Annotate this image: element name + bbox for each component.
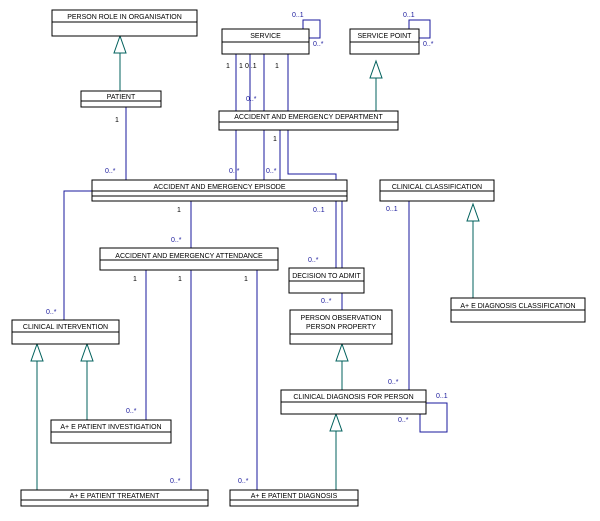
class-person-role-in-organisation[interactable]: PERSON ROLE IN ORGANISATION	[51, 9, 198, 37]
generalization-ae-diag-class-to-clinical-class	[466, 202, 480, 298]
multiplicity: 0..*	[126, 408, 137, 415]
class-name: A+ E DIAGNOSIS CLASSIFICATION	[460, 303, 575, 310]
class-clinical-classification[interactable]: CLINICAL CLASSIFICATION	[379, 179, 495, 202]
multiplicity: 1	[115, 117, 119, 124]
class-service-point[interactable]: SERVICE POINT	[349, 28, 420, 55]
multiplicity: 1	[226, 63, 230, 70]
generalization-clinical-diag-to-person-observation	[335, 342, 349, 390]
multiplicity: 1	[244, 276, 248, 283]
multiplicity: 0..*	[308, 257, 319, 264]
multiplicity: 0..*	[313, 41, 324, 48]
class-name: A+ E PATIENT TREATMENT	[70, 493, 161, 500]
class-clinical-intervention[interactable]: CLINICAL INTERVENTION	[11, 319, 120, 345]
class-ae-diagnosis-classification[interactable]: A+ E DIAGNOSIS CLASSIFICATION	[450, 297, 586, 323]
multiplicity: 0..*	[321, 298, 332, 305]
class-name: PATIENT	[107, 94, 136, 101]
multiplicity: 0..*	[105, 168, 116, 175]
multiplicity: 0..1	[292, 12, 304, 19]
class-name-line-1: PERSON OBSERVATION	[301, 315, 382, 322]
class-name: ACCIDENT AND EMERGENCY ATTENDANCE	[115, 253, 263, 260]
multiplicity: 1	[275, 63, 279, 70]
class-name: A+ E PATIENT INVESTIGATION	[60, 424, 161, 431]
class-name: CLINICAL DIAGNOSIS FOR PERSON	[293, 394, 413, 401]
class-decision-to-admit[interactable]: DECISION TO ADMIT	[288, 267, 365, 294]
multiplicity: 1	[178, 276, 182, 283]
generalization-investigation-to-intervention	[80, 342, 94, 420]
class-name: CLINICAL CLASSIFICATION	[392, 184, 482, 191]
multiplicity: 0..1	[386, 206, 398, 213]
multiplicity: 0..*	[246, 96, 257, 103]
class-name: ACCIDENT AND EMERGENCY EPISODE	[154, 184, 286, 191]
class-ae-patient-investigation[interactable]: A+ E PATIENT INVESTIGATION	[50, 419, 172, 444]
generalization-treatment-to-intervention	[30, 342, 44, 490]
generalization-ae-diag-to-clinical-diag	[329, 412, 343, 490]
multiplicity: 0..*	[423, 41, 434, 48]
multiplicity: 1	[177, 207, 181, 214]
generalization-patient-to-person-role	[113, 34, 127, 91]
class-ae-patient-diagnosis[interactable]: A+ E PATIENT DIAGNOSIS	[229, 489, 359, 507]
class-patient[interactable]: PATIENT	[80, 90, 162, 108]
multiplicity: 0..*	[238, 478, 249, 485]
multiplicity: 0..1	[403, 12, 415, 19]
multiplicity: 0..1	[436, 393, 448, 400]
class-name: SERVICE	[250, 33, 281, 40]
class-accident-and-emergency-attendance[interactable]: ACCIDENT AND EMERGENCY ATTENDANCE	[99, 247, 279, 271]
multiplicity: 0..*	[229, 168, 240, 175]
class-name: A+ E PATIENT DIAGNOSIS	[251, 493, 338, 500]
multiplicity: 0..*	[388, 379, 399, 386]
class-name: DECISION TO ADMIT	[292, 273, 361, 280]
multiplicity-labels: 0..1 0..* 0..1 0..* 1 1 0..1 1 0..* 1 1 …	[46, 12, 448, 485]
multiplicity: 0..*	[171, 237, 182, 244]
multiplicity: 0..*	[46, 309, 57, 316]
multiplicity: 0..1	[245, 63, 257, 70]
class-name: PERSON ROLE IN ORGANISATION	[67, 14, 182, 21]
class-name: CLINICAL INTERVENTION	[23, 324, 108, 331]
class-accident-and-emergency-department[interactable]: ACCIDENT AND EMERGENCY DEPARTMENT	[218, 110, 399, 131]
multiplicity: 1	[239, 63, 243, 70]
class-person-observation[interactable]: PERSON OBSERVATION PERSON PROPERTY	[289, 309, 393, 345]
class-ae-patient-treatment[interactable]: A+ E PATIENT TREATMENT	[20, 489, 209, 507]
multiplicity: 0..*	[398, 417, 409, 424]
multiplicity: 0..*	[170, 478, 181, 485]
class-clinical-diagnosis-for-person[interactable]: CLINICAL DIAGNOSIS FOR PERSON	[280, 389, 427, 415]
class-service[interactable]: SERVICE	[221, 28, 310, 55]
multiplicity: 1	[273, 136, 277, 143]
class-name-line-2: PERSON PROPERTY	[306, 324, 376, 331]
multiplicity: 0..*	[266, 168, 277, 175]
multiplicity: 1	[133, 276, 137, 283]
generalization-aed-to-service-point	[369, 59, 383, 111]
multiplicity: 0..1	[313, 207, 325, 214]
class-name: ACCIDENT AND EMERGENCY DEPARTMENT	[234, 114, 383, 121]
class-accident-and-emergency-episode[interactable]: ACCIDENT AND EMERGENCY EPISODE	[91, 179, 348, 202]
class-name: SERVICE POINT	[358, 33, 413, 40]
